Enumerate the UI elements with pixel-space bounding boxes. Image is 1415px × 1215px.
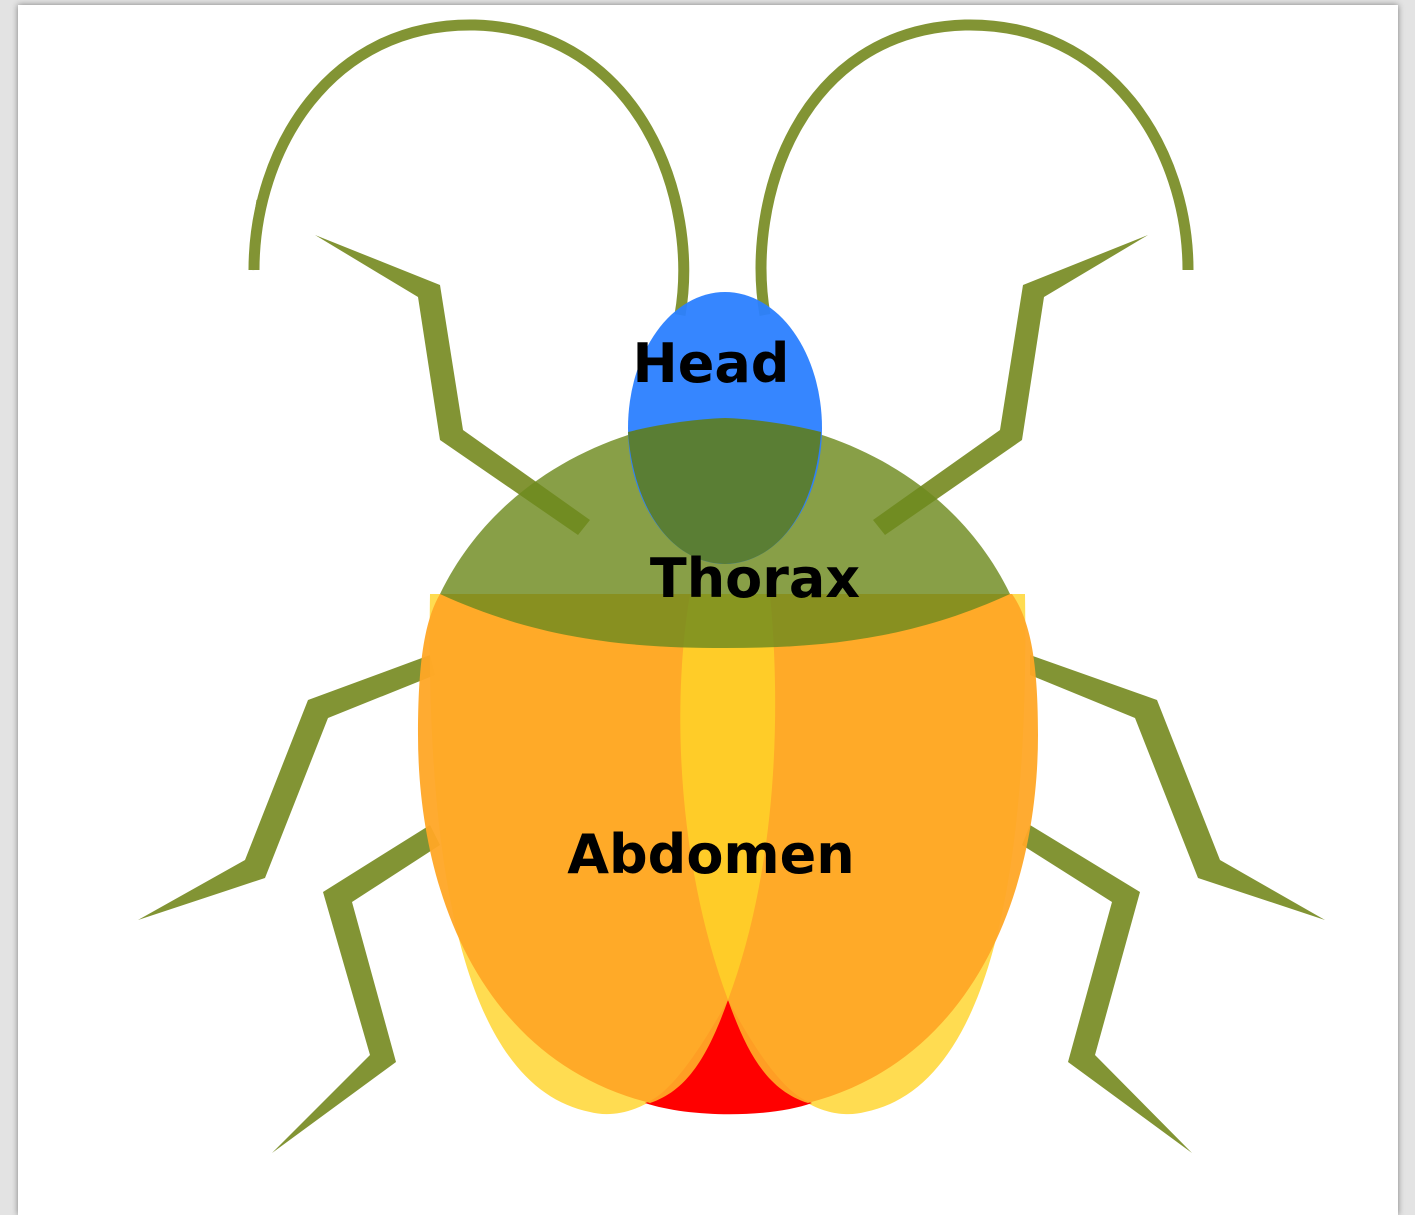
thorax-label: Thorax bbox=[650, 547, 860, 610]
left-antenna bbox=[254, 25, 684, 315]
right-antenna bbox=[761, 25, 1188, 315]
head-label: Head bbox=[633, 332, 790, 395]
leg-middle-left bbox=[138, 655, 435, 920]
abdomen-label: Abdomen bbox=[567, 823, 855, 886]
leg-lower-left bbox=[272, 825, 440, 1153]
leg-lower-right bbox=[1022, 825, 1192, 1153]
leg-middle-right bbox=[1030, 655, 1325, 920]
